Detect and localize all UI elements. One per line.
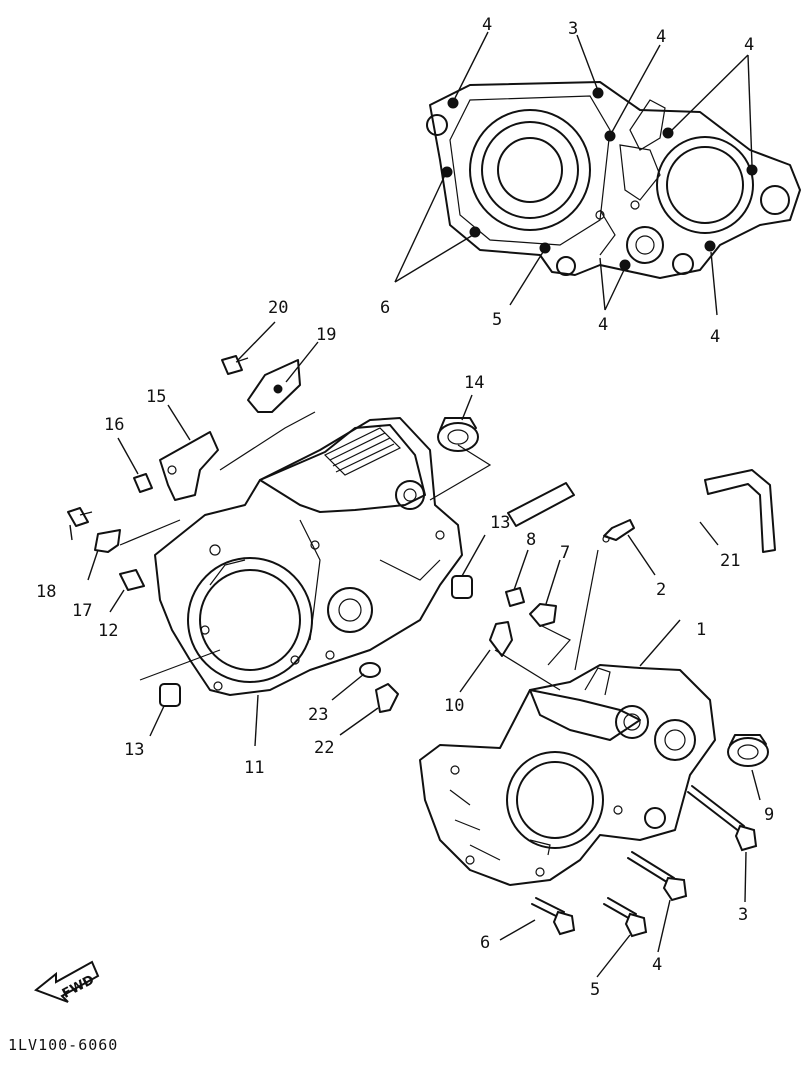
callout-18: 18	[36, 582, 56, 602]
callout-15: 15	[146, 387, 166, 407]
callout-4: 4	[656, 27, 666, 47]
callout-10: 10	[444, 696, 464, 716]
part-3-bolt	[687, 785, 758, 852]
part-18-screw	[67, 507, 93, 527]
part-13-dowel-left	[159, 683, 181, 707]
callout-17: 17	[72, 601, 92, 621]
part-8-screw	[505, 587, 525, 607]
crankcase-left-half	[154, 417, 463, 696]
callout-12: 12	[98, 621, 118, 641]
callout-4: 4	[744, 35, 754, 55]
part-23-washer	[359, 662, 381, 678]
callout-8: 8	[526, 530, 536, 550]
callout-5: 5	[492, 310, 502, 330]
callout-3: 3	[738, 905, 748, 925]
callout-21: 21	[720, 551, 740, 571]
callout-13: 13	[124, 740, 144, 760]
part-17-clip	[94, 529, 121, 553]
callout-4: 4	[710, 327, 720, 347]
callout-14: 14	[464, 373, 484, 393]
callout-5: 5	[590, 980, 600, 1000]
part-2-fitting	[602, 519, 635, 543]
leader-lines	[69, 31, 761, 978]
part-20-screw	[221, 355, 249, 375]
part-22-drain-bolt	[375, 683, 399, 713]
part-16-screw	[133, 473, 153, 493]
part-10-bracket	[489, 621, 513, 657]
callout-16: 16	[104, 415, 124, 435]
callout-20: 20	[268, 298, 288, 318]
callout-4: 4	[482, 15, 492, 35]
part-21-hose	[507, 469, 776, 553]
part-7-clip	[529, 603, 557, 627]
callout-4: 4	[598, 315, 608, 335]
callout-7: 7	[560, 543, 570, 563]
callout-23: 23	[308, 705, 328, 725]
part-4-bolt	[627, 851, 688, 902]
part-15-plate	[159, 431, 219, 501]
callout-3: 3	[568, 19, 578, 39]
callout-22: 22	[314, 738, 334, 758]
crankcase-top-view	[426, 81, 801, 279]
part-9-seal	[727, 734, 769, 767]
callout-6: 6	[480, 933, 490, 953]
part-12-dowel	[119, 569, 145, 591]
part-5-bolt	[603, 897, 648, 938]
crankcase-right-half	[419, 664, 716, 886]
callout-11: 11	[244, 758, 264, 778]
callout-2: 2	[656, 580, 666, 600]
part-14-seal	[437, 417, 479, 452]
callout-4: 4	[652, 955, 662, 975]
part-13-dowel-right	[451, 575, 473, 599]
callout-1: 1	[696, 620, 706, 640]
part-19-bracket	[247, 359, 301, 413]
callout-13: 13	[490, 513, 510, 533]
callout-labels: 4 3 4 4 6 5 4 4 20 19 15 14 16 13 8 7 21…	[36, 15, 774, 1000]
figure-code: 1LV100-6060	[8, 1036, 118, 1054]
callout-6: 6	[380, 298, 390, 318]
callout-9: 9	[764, 805, 774, 825]
part-6-bolt	[531, 897, 576, 936]
forward-arrow-icon: FWD	[34, 960, 100, 1003]
callout-19: 19	[316, 325, 336, 345]
